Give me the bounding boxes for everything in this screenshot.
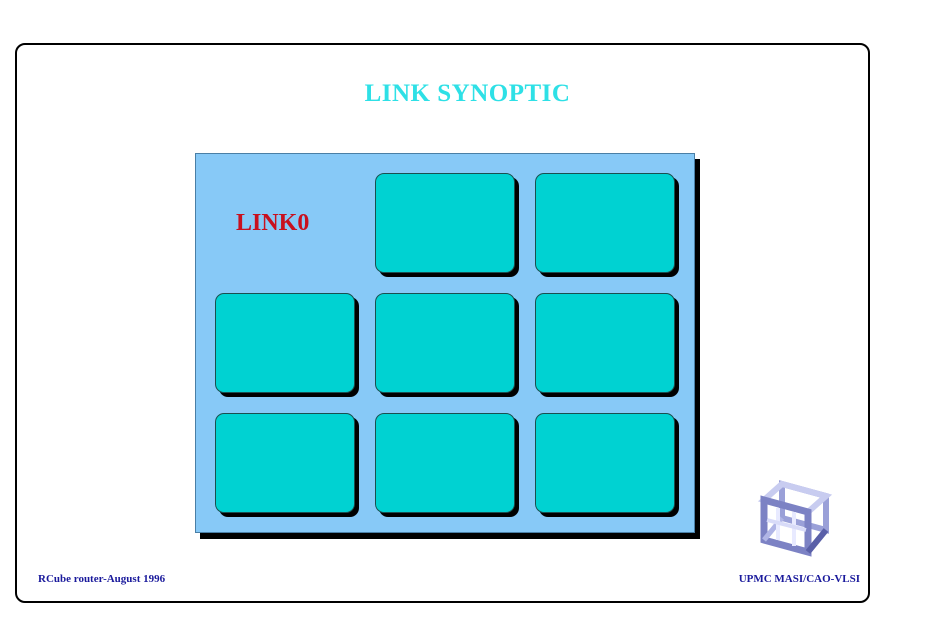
grid-cell-r1-c3 (535, 173, 675, 273)
grid-cell-r2-c3 (535, 293, 675, 393)
footer-right: UPMC MASI/CAO-VLSI (738, 573, 860, 585)
grid-cell-r1-c2 (375, 173, 515, 273)
grid-cell-r2-c2 (375, 293, 515, 393)
slide-title: LINK SYNOPTIC (364, 80, 571, 107)
grid-cell-r2-c1 (215, 293, 355, 393)
grid-cell-r3-c2 (375, 413, 515, 513)
link-label: LINK0 (236, 210, 310, 236)
grid-cell-r3-c3 (535, 413, 675, 513)
footer-left: RCube router-August 1996 (38, 573, 166, 585)
cube-logo-icon (757, 480, 833, 557)
grid-cell-r3-c1 (215, 413, 355, 513)
